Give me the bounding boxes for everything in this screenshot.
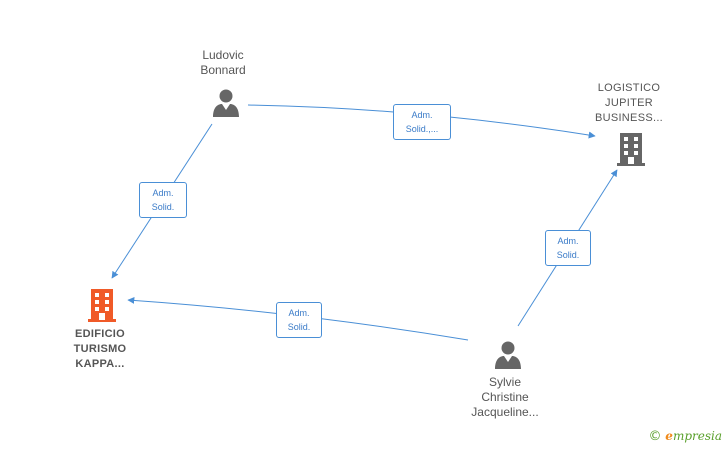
edge-label-line: Adm.: [557, 236, 579, 246]
edge-label-line: Solid.: [287, 322, 311, 332]
edge-label-sylvie-logistico[interactable]: Adm. Solid.: [545, 230, 591, 266]
edge-label-line: Solid.: [556, 250, 580, 260]
node-label-line: BUSINESS...: [594, 112, 664, 124]
node-label-edificio[interactable]: EDIFICIO TURISMO KAPPA...: [50, 327, 150, 372]
edge-label-line: Adm.: [152, 188, 174, 198]
node-label-line: Jacqueline...: [471, 405, 539, 419]
person-icon[interactable]: [493, 340, 523, 370]
building-icon[interactable]: [86, 288, 118, 322]
edge-label-line: Solid.,...: [405, 124, 439, 134]
edge-label-ludovic-logistico[interactable]: Adm. Solid.,...: [393, 104, 451, 140]
node-label-line: JUPITER: [605, 97, 653, 109]
node-label-line: TURISMO: [73, 343, 127, 355]
edge-label-line: Adm.: [288, 308, 310, 318]
node-label-line: LOGISTICO: [597, 82, 661, 94]
node-label-line: Ludovic: [202, 48, 244, 62]
brand-initial: e: [665, 429, 673, 443]
brand-watermark: © empresia: [648, 429, 722, 444]
node-label-ludovic[interactable]: Ludovic Bonnard: [178, 48, 268, 78]
node-label-sylvie[interactable]: Sylvie Christine Jacqueline...: [455, 375, 555, 420]
node-label-line: Bonnard: [200, 63, 246, 77]
copyright-icon: ©: [648, 429, 662, 444]
edge-label-line: Adm.: [411, 110, 433, 120]
edge-label-sylvie-edificio[interactable]: Adm. Solid.: [276, 302, 322, 338]
node-label-line: Sylvie: [488, 375, 521, 389]
node-label-logistico[interactable]: LOGISTICO JUPITER BUSINESS...: [575, 81, 683, 126]
edge-label-ludovic-edificio[interactable]: Adm. Solid.: [139, 182, 187, 218]
edge-label-line: Solid.: [151, 202, 175, 212]
brand-name: mpresia: [672, 429, 722, 443]
node-label-line: KAPPA...: [75, 358, 125, 370]
building-icon[interactable]: [615, 132, 647, 166]
person-icon[interactable]: [211, 88, 241, 118]
node-label-line: EDIFICIO: [74, 328, 126, 340]
node-label-line: Christine: [481, 390, 529, 404]
